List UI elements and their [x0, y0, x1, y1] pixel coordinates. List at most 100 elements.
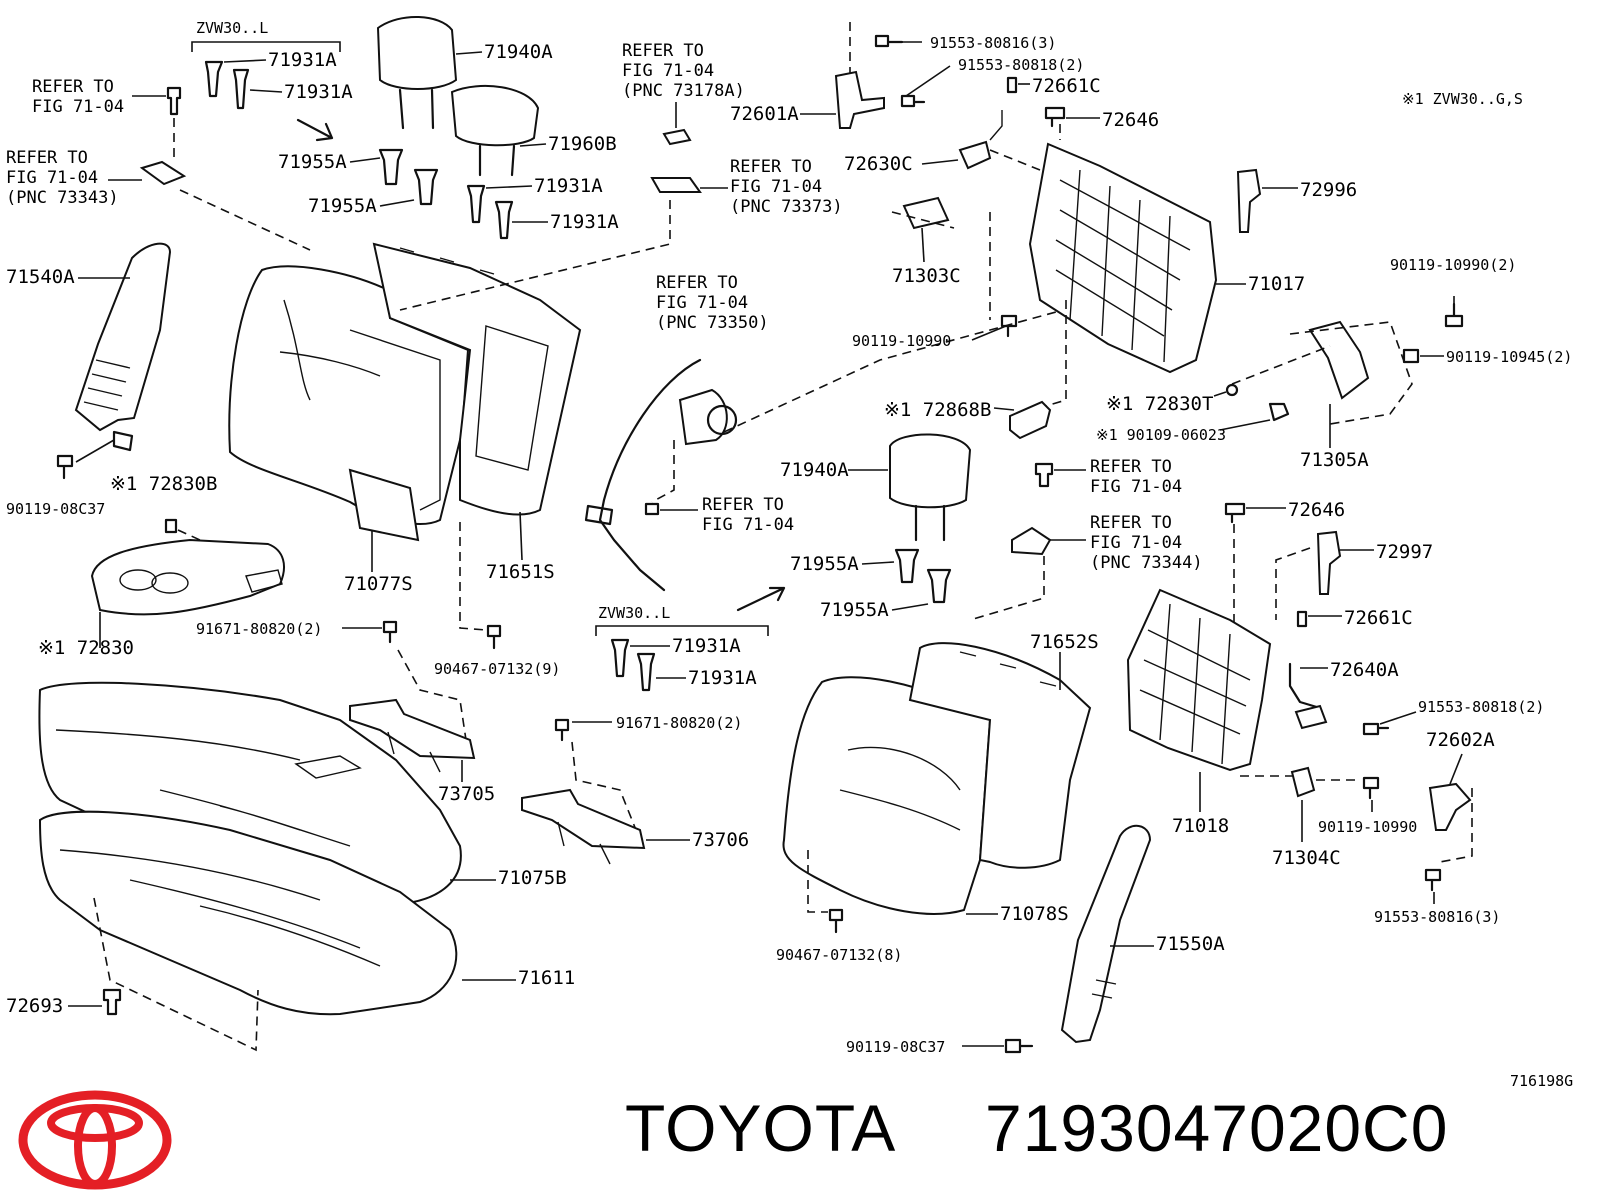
label-91671-80820-2: 91671-80820(2) [616, 714, 742, 732]
zvw-note-mid: ZVW30..L [598, 604, 670, 622]
label-72640A: 72640A [1330, 659, 1399, 681]
label-90119-08C37-bot: 90119-08C37 [846, 1038, 945, 1056]
label-72693: 72693 [6, 995, 63, 1017]
pin-72661C-mid [1296, 610, 1342, 628]
bolt-90119-10990-c [1362, 776, 1380, 812]
bolt-91671-1 [342, 620, 467, 741]
svg-text:REFER TO: REFER TO [6, 148, 88, 168]
label-91553-80818-top: 91553-80818(2) [958, 56, 1084, 74]
label-72830: ※1 72830 [38, 637, 134, 659]
headrest-71960B [450, 84, 540, 177]
bracket-73706 [521, 788, 646, 865]
clip-72646-top [1044, 106, 1100, 128]
frame-71018 [1126, 588, 1300, 777]
label-72997: 72997 [1376, 541, 1433, 563]
diagram-code: 716198G [1510, 1072, 1573, 1090]
cushion-71611 [38, 810, 458, 1016]
svg-text:FIG 71-04: FIG 71-04 [1090, 533, 1182, 553]
refer-note-1: REFER TO FIG 71-04 [32, 77, 182, 117]
refer-note-2: REFER TO FIG 71-04 (PNC 73343) [6, 118, 311, 251]
bracket-72601A [834, 70, 885, 129]
label-72601A: 72601A [730, 103, 799, 125]
svg-text:FIG 71-04: FIG 71-04 [702, 515, 794, 535]
label-90467-07132-9: 90467-07132(9) [434, 660, 560, 678]
bolts-right [1402, 296, 1464, 364]
label-72646-mid: 72646 [1288, 499, 1345, 521]
svg-text:(PNC 73344): (PNC 73344) [1090, 553, 1203, 573]
label-71960B: 71960B [548, 133, 617, 155]
label-72830B: ※1 72830B [110, 473, 217, 495]
label-71303C: 71303C [892, 265, 961, 287]
hook-72996 [1236, 168, 1298, 233]
armrest-72830 [90, 518, 285, 616]
label-91671-80820-1: 91671-80820(2) [196, 620, 322, 638]
refer-note-8: REFER TO FIG 71-04 (PNC 73344) [969, 513, 1203, 621]
bolt-90119-08C37-bot [962, 1038, 1034, 1054]
side-panel-71550A [1060, 825, 1152, 1044]
bolt-90467-9 [459, 522, 502, 650]
refer-note-7: REFER TO FIG 71-04 [1034, 457, 1182, 497]
seat-back-71652S [908, 642, 1092, 869]
svg-text:(PNC 73373): (PNC 73373) [730, 197, 843, 217]
label-71955A-4: 71955A [820, 599, 889, 621]
part-number: 7193047020C0 [985, 1091, 1449, 1165]
svg-text:FIG 71-04: FIG 71-04 [656, 293, 748, 313]
label-72602A: 72602A [1426, 729, 1495, 751]
label-73706: 73706 [692, 829, 749, 851]
svg-text:FIG 71-04: FIG 71-04 [622, 61, 714, 81]
label-91553-80816-top: 91553-80816(3) [930, 34, 1056, 52]
label-71651S: 71651S [486, 561, 555, 583]
bolts-top-right [849, 22, 951, 108]
parts-72830T [1213, 345, 1331, 431]
refer-note-6: REFER TO FIG 71-04 [644, 440, 794, 535]
label-71931A-5: 71931A [672, 635, 741, 657]
label-72868B: ※1 72868B [884, 399, 991, 421]
headrest-71940A-mid [889, 433, 972, 542]
cover-72868B [993, 300, 1067, 440]
label-72996: 72996 [1300, 179, 1357, 201]
bracket-72602A [1428, 753, 1473, 863]
label-72661C-mid: 72661C [1344, 607, 1413, 629]
label-73705: 73705 [438, 783, 495, 805]
hook-72997 [1275, 530, 1374, 620]
refer-note-3: REFER TO FIG 71-04 (PNC 73178A) [622, 41, 745, 146]
clip-72693 [102, 988, 122, 1016]
bolt-90467-8 [807, 850, 844, 934]
svg-text:REFER TO: REFER TO [1090, 513, 1172, 533]
seat-back-71077S [228, 265, 470, 542]
label-72630C: 72630C [844, 153, 913, 175]
svg-text:REFER TO: REFER TO [622, 41, 704, 61]
bracket-73705 [349, 698, 476, 773]
svg-text:REFER TO: REFER TO [702, 495, 784, 515]
label-71931A-6: 71931A [688, 667, 757, 689]
label-71940A-mid: 71940A [780, 459, 849, 481]
label-90119-10990-a: 90119-10990 [852, 332, 951, 350]
bolt-90119-08C37-left [56, 439, 115, 480]
label-91553-80818-mid: 91553-80818(2) [1418, 698, 1544, 716]
side-panel-71540A [74, 242, 172, 452]
label-71652S: 71652S [1030, 631, 1099, 653]
svg-text:REFER TO: REFER TO [32, 77, 114, 97]
label-71077S: 71077S [344, 573, 413, 595]
label-71304C: 71304C [1272, 847, 1341, 869]
svg-text:REFER TO: REFER TO [656, 273, 738, 293]
label-90119-10990-b: 90119-10990(2) [1390, 256, 1516, 274]
label-71611: 71611 [518, 967, 575, 989]
label-71955A-2: 71955A [308, 195, 377, 217]
svg-text:FIG 71-04: FIG 71-04 [6, 168, 98, 188]
label-71075B: 71075B [498, 867, 567, 889]
zvw-note-top: ZVW30..L [196, 19, 268, 37]
label-71931A-3: 71931A [534, 175, 603, 197]
lock-72640A [1288, 662, 1328, 730]
svg-text:(PNC 73350): (PNC 73350) [656, 313, 769, 333]
bolt-91553-80816-bot [1424, 868, 1442, 904]
seat-back-71651S [372, 242, 582, 516]
label-90109-06023: ※1 90109-06023 [1096, 426, 1226, 444]
note-1: ※1 ZVW30..G,S [1402, 90, 1523, 108]
refer-note-4: REFER TO FIG 71-04 (PNC 73373) [399, 157, 843, 311]
bolt-90119-10990-a [971, 314, 1018, 341]
label-71018: 71018 [1172, 815, 1229, 837]
clip-72646-mid [1224, 502, 1286, 634]
guide-pins-center [736, 548, 952, 612]
